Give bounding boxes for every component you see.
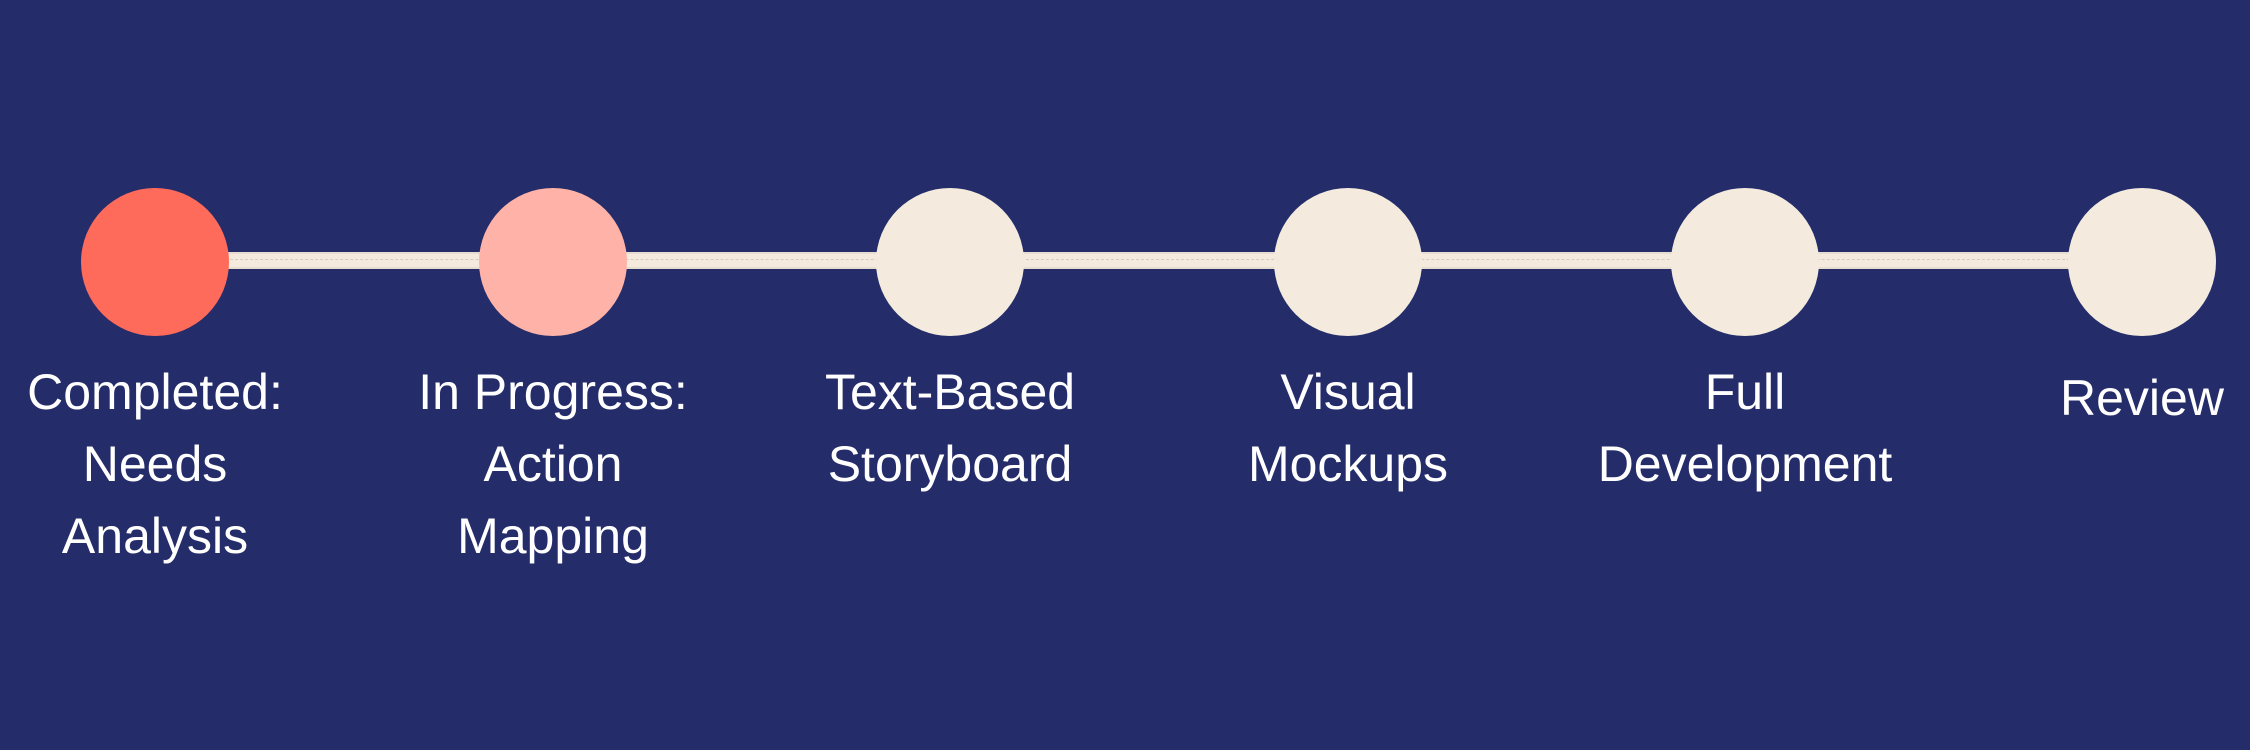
- step-title-line: Visual: [1280, 364, 1416, 420]
- step-title-line: Mapping: [457, 508, 649, 564]
- step-title-line: Action: [483, 436, 623, 492]
- step-node-completed: [81, 188, 229, 336]
- step-title-line: Mockups: [1247, 436, 1449, 492]
- step-node-pending: [876, 188, 1024, 336]
- step-label: Full Development: [1555, 356, 1935, 500]
- step-action-mapping: In Progress: Action Mapping: [363, 188, 743, 572]
- step-node-pending: [2068, 188, 2216, 336]
- step-label: Completed: Needs Analysis: [0, 356, 345, 572]
- step-node-in-progress: [479, 188, 627, 336]
- timeline-connector-line: [155, 252, 2095, 269]
- step-title-line: Text-Based: [824, 364, 1076, 420]
- step-visual-mockups: Visual Mockups: [1158, 188, 1538, 500]
- step-node-pending: [1274, 188, 1422, 336]
- step-status-line: Completed:: [27, 364, 283, 420]
- step-title-line: Needs: [82, 436, 228, 492]
- step-review: Review: [1952, 188, 2250, 434]
- step-title-line: Full: [1704, 364, 1786, 420]
- step-text-based-storyboard: Text-Based Storyboard: [760, 188, 1140, 500]
- step-title-line: Analysis: [61, 508, 249, 564]
- step-title-line: Review: [2060, 370, 2224, 426]
- step-needs-analysis: Completed: Needs Analysis: [0, 188, 345, 572]
- step-label: In Progress: Action Mapping: [363, 356, 743, 572]
- step-status-line: In Progress:: [418, 364, 688, 420]
- step-label: Text-Based Storyboard: [760, 356, 1140, 500]
- step-title-line: Development: [1597, 436, 1893, 492]
- step-full-development: Full Development: [1555, 188, 1935, 500]
- step-label: Review: [1952, 362, 2250, 434]
- step-title-line: Storyboard: [827, 436, 1073, 492]
- step-node-pending: [1671, 188, 1819, 336]
- step-label: Visual Mockups: [1158, 356, 1538, 500]
